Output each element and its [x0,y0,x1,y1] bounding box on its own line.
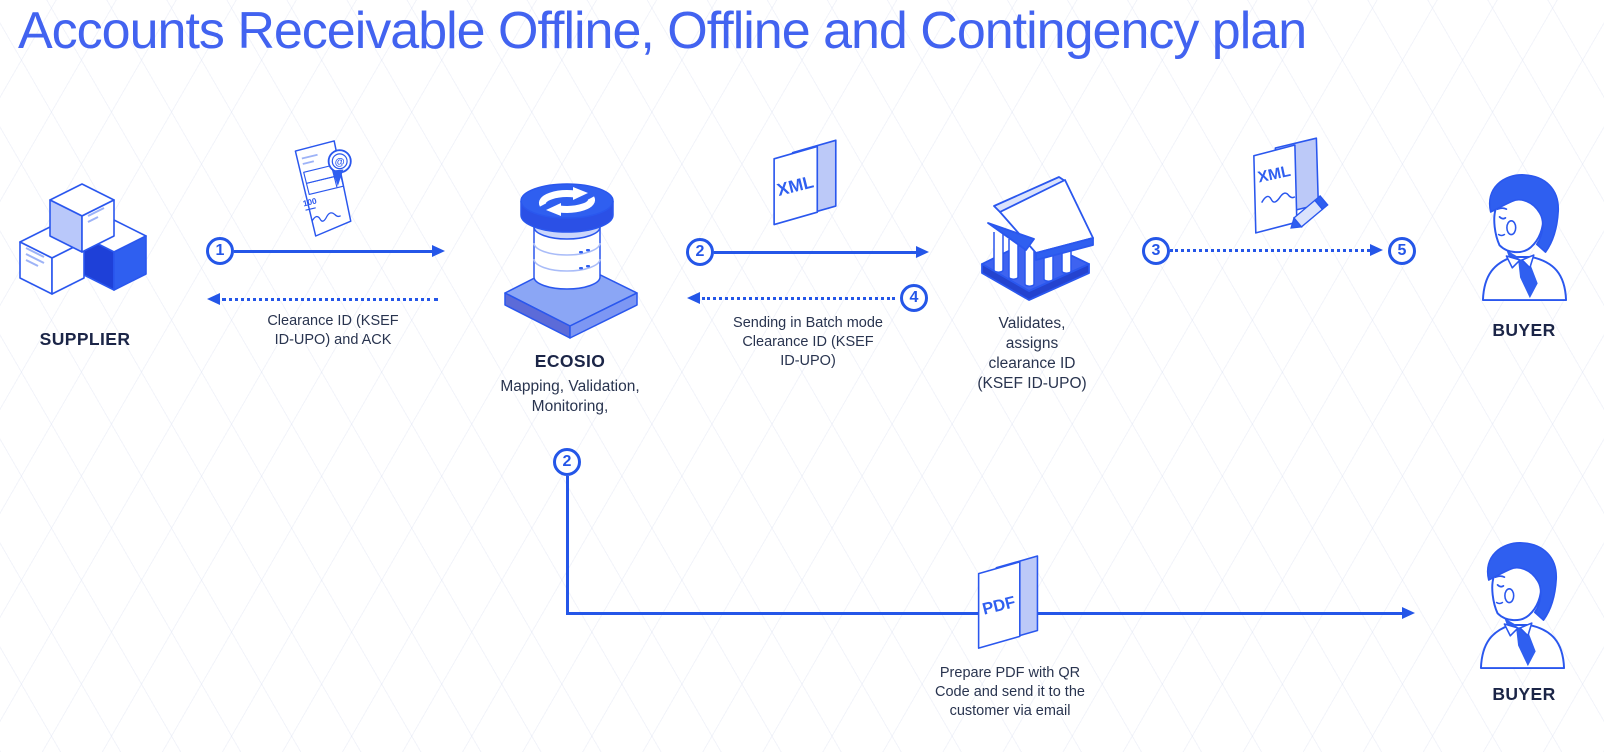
caption-line: ID-UPO) [780,353,836,369]
supplier-label: SUPPLIER [39,329,131,349]
buyer-person-icon [1479,542,1566,670]
buyer-person-icon [1481,174,1568,302]
step-2b-badge: 2 [553,448,581,476]
ecosio-platform-icon [504,183,638,339]
step-4-badge: 4 [900,284,928,312]
invoice-document-icon: @ 100 [294,140,352,237]
supplier-boxes-icon [19,183,147,295]
arrow-return4-head-icon [687,292,700,304]
caption-line: customer via email [949,703,1071,719]
ecosio-subcaption: Mapping, Validation, Monitoring, [485,377,655,417]
arrow-return1-dotted-line [222,298,438,301]
caption-line: Monitoring, [531,398,609,415]
branch-arrow-head-icon [1402,607,1415,619]
arrow-step3-dotted-line [1170,249,1370,252]
caption-line: Mapping, Validation, [500,378,640,395]
caption-line: (KSEF ID-UPO) [977,375,1087,392]
xml-document-icon: XML [773,139,837,226]
step-5-badge: 5 [1388,237,1416,265]
caption-line: Sending in Batch mode [733,315,883,331]
xml-signed-glyph-text: XML [1256,163,1292,187]
buyer-top-label: BUYER [1492,320,1556,340]
arrow-step1-line [234,250,432,253]
page-title: Accounts Receivable Offline, Offline and… [18,2,1307,60]
caption-line: assigns [1005,335,1059,352]
authority-caption: Validates, assigns clearance ID (KSEF ID… [952,314,1112,394]
signed-xml-document-icon: XML [1253,137,1329,234]
arrow-step1-head-icon [432,245,445,257]
buyer-bottom-label: BUYER [1492,684,1556,704]
caption-line: Clearance ID (KSEF [267,313,399,329]
invoice-amount-text: 100 [302,195,318,208]
tax-authority-building-icon [981,176,1094,301]
caption-line: ID-UPO) and ACK [274,332,392,348]
return4-caption: Sending in Batch mode Clearance ID (KSEF… [708,314,908,371]
step-3-badge: 3 [1142,237,1170,265]
pdf-document-icon: PDF [977,555,1039,649]
branch-vertical-line [566,476,569,614]
step-2-badge: 2 [686,238,714,266]
caption-line: Validates, [998,315,1066,332]
caption-line: Code and send it to the [935,684,1085,700]
return1-caption: Clearance ID (KSEF ID-UPO) and ACK [233,312,433,350]
caption-line: Prepare PDF with QR [939,665,1081,681]
ecosio-label: ECOSIO [534,351,606,371]
caption-line: clearance ID [988,355,1076,372]
caption-line: Clearance ID (KSEF [742,334,874,350]
sync-icon [539,190,595,213]
arrow-return4-dotted-line [702,297,895,300]
arrow-step2-head-icon [916,246,929,258]
invoice-badge-glyph: @ [335,157,345,168]
arrow-step2-line [714,251,916,254]
step-1-badge: 1 [206,237,234,265]
pdf-branch-caption: Prepare PDF with QR Code and send it to … [910,664,1110,721]
arrow-step3-head-icon [1370,244,1383,256]
arrow-return1-head-icon [207,293,220,305]
pencil-icon [1290,194,1329,229]
